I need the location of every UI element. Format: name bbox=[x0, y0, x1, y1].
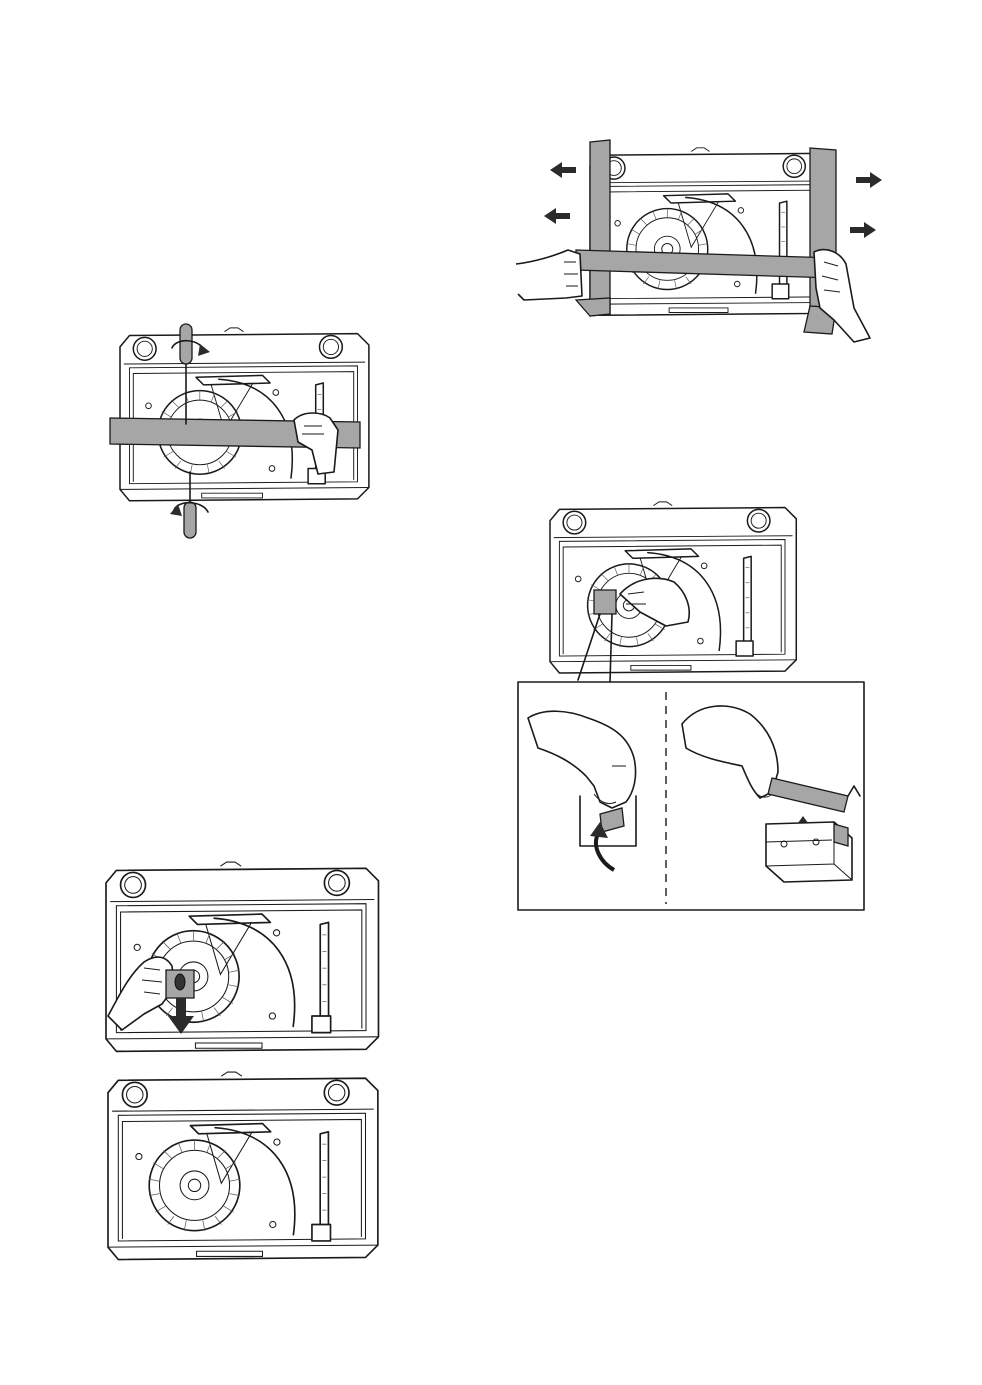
arrow-left-bottom-icon bbox=[544, 208, 570, 224]
arrow-left-top-icon bbox=[550, 162, 576, 178]
detail-right-bracket bbox=[766, 822, 852, 882]
figure-4 bbox=[106, 1068, 378, 1264]
left-hand-icon bbox=[516, 250, 582, 300]
figure-2 bbox=[514, 138, 894, 344]
detail-right-hand-icon bbox=[682, 706, 778, 798]
detail-left-hand-icon bbox=[528, 711, 636, 808]
figure-3 bbox=[104, 858, 380, 1058]
figure-5 bbox=[516, 496, 868, 914]
arrow-right-bottom-icon bbox=[850, 222, 876, 238]
figure-1 bbox=[108, 322, 370, 542]
left-bracket bbox=[590, 140, 610, 316]
detail-right-clip bbox=[768, 778, 860, 812]
arrow-right-top-icon bbox=[856, 172, 882, 188]
clip bbox=[166, 970, 194, 998]
